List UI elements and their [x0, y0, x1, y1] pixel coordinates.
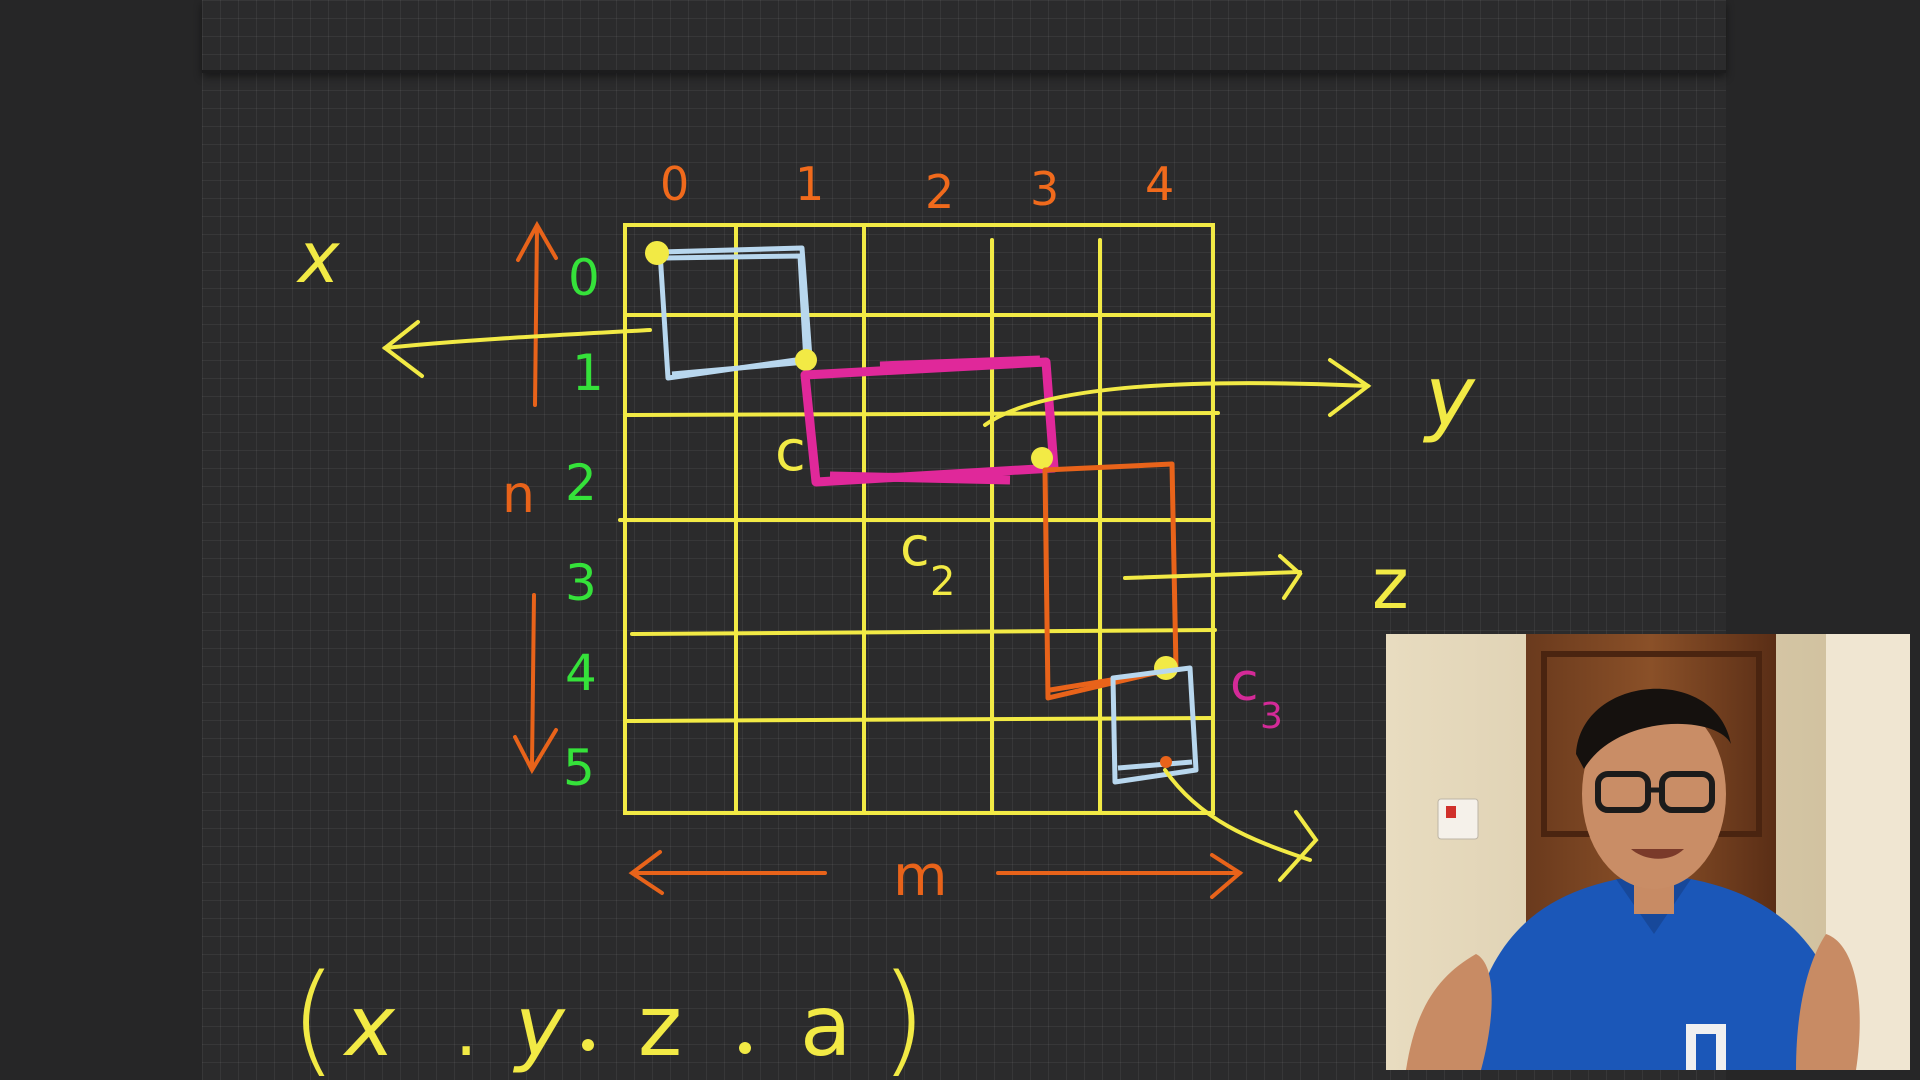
column-index-3: 3	[1030, 162, 1059, 216]
point-start	[645, 241, 669, 265]
m-label: m	[893, 844, 948, 909]
formula-y: y	[512, 977, 566, 1075]
formula-dot-2	[582, 1039, 594, 1051]
label-z: z	[1372, 543, 1409, 625]
formula-close-paren: )	[880, 950, 927, 1080]
box-a-blue	[1110, 665, 1199, 785]
label-c2-subscript: 2	[930, 559, 955, 605]
point-1	[795, 349, 817, 371]
row-index-5: 5	[563, 739, 595, 797]
box-y-magenta	[800, 355, 1059, 487]
label-c3: c	[1230, 653, 1259, 713]
whiteboard-header-strip	[202, 0, 1726, 73]
n-label: n	[502, 465, 535, 525]
formula-a: a	[800, 977, 851, 1075]
point-2	[1031, 447, 1053, 469]
row-index-1: 1	[572, 344, 604, 402]
formula-x: x	[342, 977, 396, 1075]
label-c2: c	[900, 515, 930, 578]
presenter-video-icon	[1386, 634, 1910, 1070]
presenter-webcam	[1386, 634, 1910, 1070]
label-y: y	[1422, 347, 1476, 445]
label-x: x	[296, 217, 340, 299]
row-index-3: 3	[565, 554, 597, 612]
column-index-4: 4	[1145, 157, 1174, 211]
m-arrows	[628, 850, 1244, 899]
n-arrows	[513, 220, 558, 775]
column-index-2: 2	[925, 165, 954, 219]
formula-open-paren: (	[290, 950, 337, 1080]
whiteboard-canvas	[202, 0, 1726, 1080]
label-c3-subscript: 3	[1260, 696, 1283, 737]
column-index-0: 0	[660, 157, 689, 211]
label-c-partial: c	[775, 419, 806, 484]
column-index-1: 1	[795, 157, 824, 211]
row-index-4: 4	[565, 644, 597, 702]
point-end	[1160, 756, 1172, 768]
formula-z: z	[638, 977, 682, 1075]
row-index-2: 2	[565, 454, 597, 512]
formula-dot: .	[455, 990, 477, 1072]
formula-dot-3	[739, 1042, 751, 1054]
label-arrows	[381, 320, 1372, 882]
row-index-0: 0	[568, 249, 600, 307]
